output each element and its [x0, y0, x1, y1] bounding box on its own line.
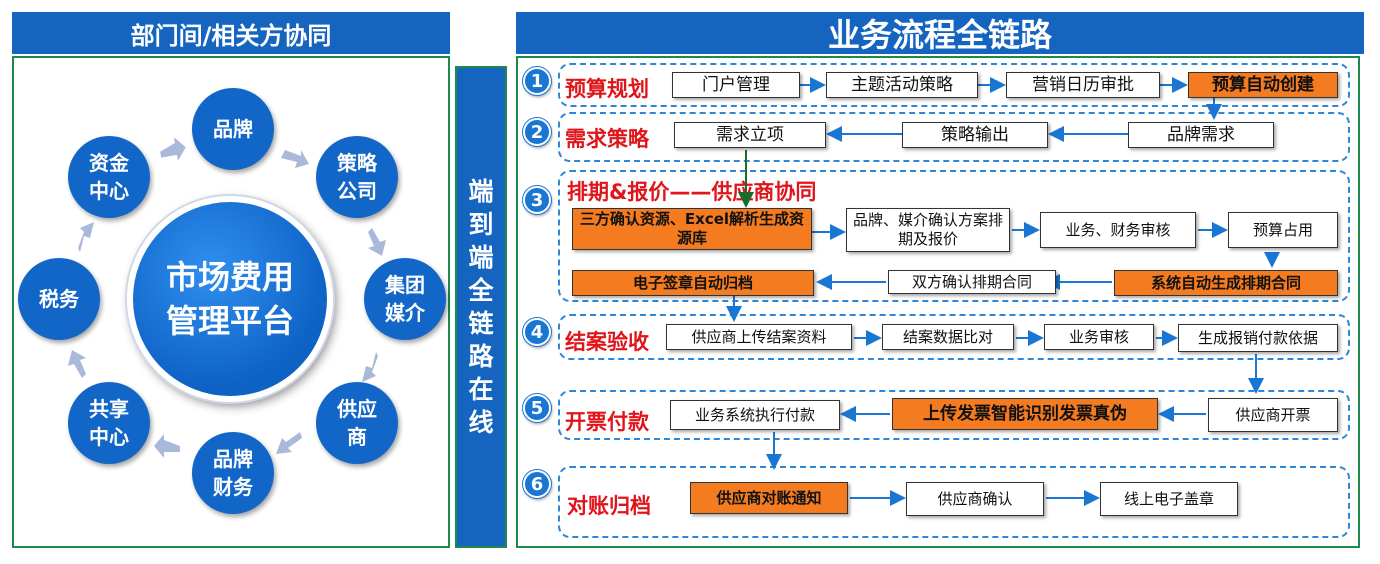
box-theme-activity-strategy: 主题活动策略 — [826, 72, 978, 98]
box-supplier-upload-closing: 供应商上传结案资料 — [666, 324, 852, 350]
stage-5-number: 5 — [523, 394, 551, 422]
node-group-media: 集团媒介 — [364, 258, 446, 340]
stage-5-name: 开票付款 — [565, 410, 649, 434]
box-reimbursement-basis: 生成报销付款依据 — [1178, 324, 1338, 352]
right-panel — [516, 56, 1360, 548]
node-supplier: 供应商 — [316, 382, 398, 464]
node-brand-finance: 品牌财务 — [192, 432, 274, 514]
stage-6-row — [558, 466, 1350, 538]
box-budget-auto-create: 预算自动创建 — [1188, 72, 1338, 98]
stage-2-number: 2 — [523, 118, 551, 146]
box-business-finance-review: 业务、财务审核 — [1040, 212, 1196, 248]
box-closing-data-compare: 结案数据比对 — [882, 324, 1014, 350]
middle-label: 端到端全链路在线 — [468, 177, 494, 437]
left-header: 部门间/相关方协同 — [12, 12, 450, 54]
stage-6-name: 对账归档 — [567, 494, 651, 518]
stage-3-row — [558, 170, 1350, 302]
stage-4-row — [558, 314, 1350, 360]
box-mutual-confirm-contract: 双方确认排期合同 — [888, 270, 1056, 294]
box-budget-occupy: 预算占用 — [1228, 212, 1338, 248]
stage-2-row — [558, 112, 1350, 162]
stage-4-name: 结案验收 — [565, 330, 649, 354]
box-auto-generate-contract: 系统自动生成排期合同 — [1114, 270, 1338, 296]
box-strategy-output: 策略输出 — [902, 122, 1048, 148]
box-resource-confirm-excel: 三方确认资源、Excel解析生成资源库 — [572, 208, 812, 250]
stage-2-name: 需求策略 — [565, 127, 649, 151]
node-shared-center: 共享中心 — [68, 382, 150, 464]
box-online-e-seal: 线上电子盖章 — [1100, 482, 1238, 516]
stage-3-name: 排期&报价——供应商协同 — [567, 180, 817, 204]
node-tax: 税务 — [18, 258, 100, 340]
right-header: 业务流程全链路 — [516, 12, 1364, 54]
center-platform: 市场费用管理平台 — [127, 196, 333, 402]
box-execute-payment: 业务系统执行付款 — [670, 400, 840, 430]
stage-6-number: 6 — [523, 470, 551, 498]
node-strategy-company: 策略公司 — [316, 136, 398, 218]
node-brand: 品牌 — [192, 88, 274, 170]
stage-1-number: 1 — [523, 67, 551, 95]
box-e-signature-archive: 电子签章自动归档 — [572, 270, 814, 296]
box-business-review: 业务审核 — [1044, 324, 1154, 350]
box-supplier-invoicing: 供应商开票 — [1208, 398, 1338, 432]
stage-3-number: 3 — [523, 186, 551, 214]
left-panel — [12, 56, 450, 548]
middle-bar: 端到端全链路在线 — [455, 66, 507, 548]
stage-1-row — [558, 63, 1350, 107]
node-fund-center: 资金中心 — [68, 136, 150, 218]
stage-4-number: 4 — [523, 318, 551, 346]
box-marketing-calendar-approval: 营销日历审批 — [1006, 72, 1160, 98]
box-supplier-confirm: 供应商确认 — [906, 482, 1044, 516]
box-brand-demand: 品牌需求 — [1128, 122, 1274, 148]
box-demand-initiation: 需求立项 — [674, 122, 826, 148]
box-portal-management: 门户管理 — [672, 72, 800, 98]
box-supplier-reconcile-notice: 供应商对账通知 — [690, 482, 848, 514]
stage-1-name: 预算规划 — [565, 77, 649, 101]
box-brand-media-confirm: 品牌、媒介确认方案排期及报价 — [846, 208, 1010, 252]
box-invoice-recognition: 上传发票智能识别发票真伪 — [892, 398, 1158, 430]
stage-5-row — [558, 390, 1350, 440]
